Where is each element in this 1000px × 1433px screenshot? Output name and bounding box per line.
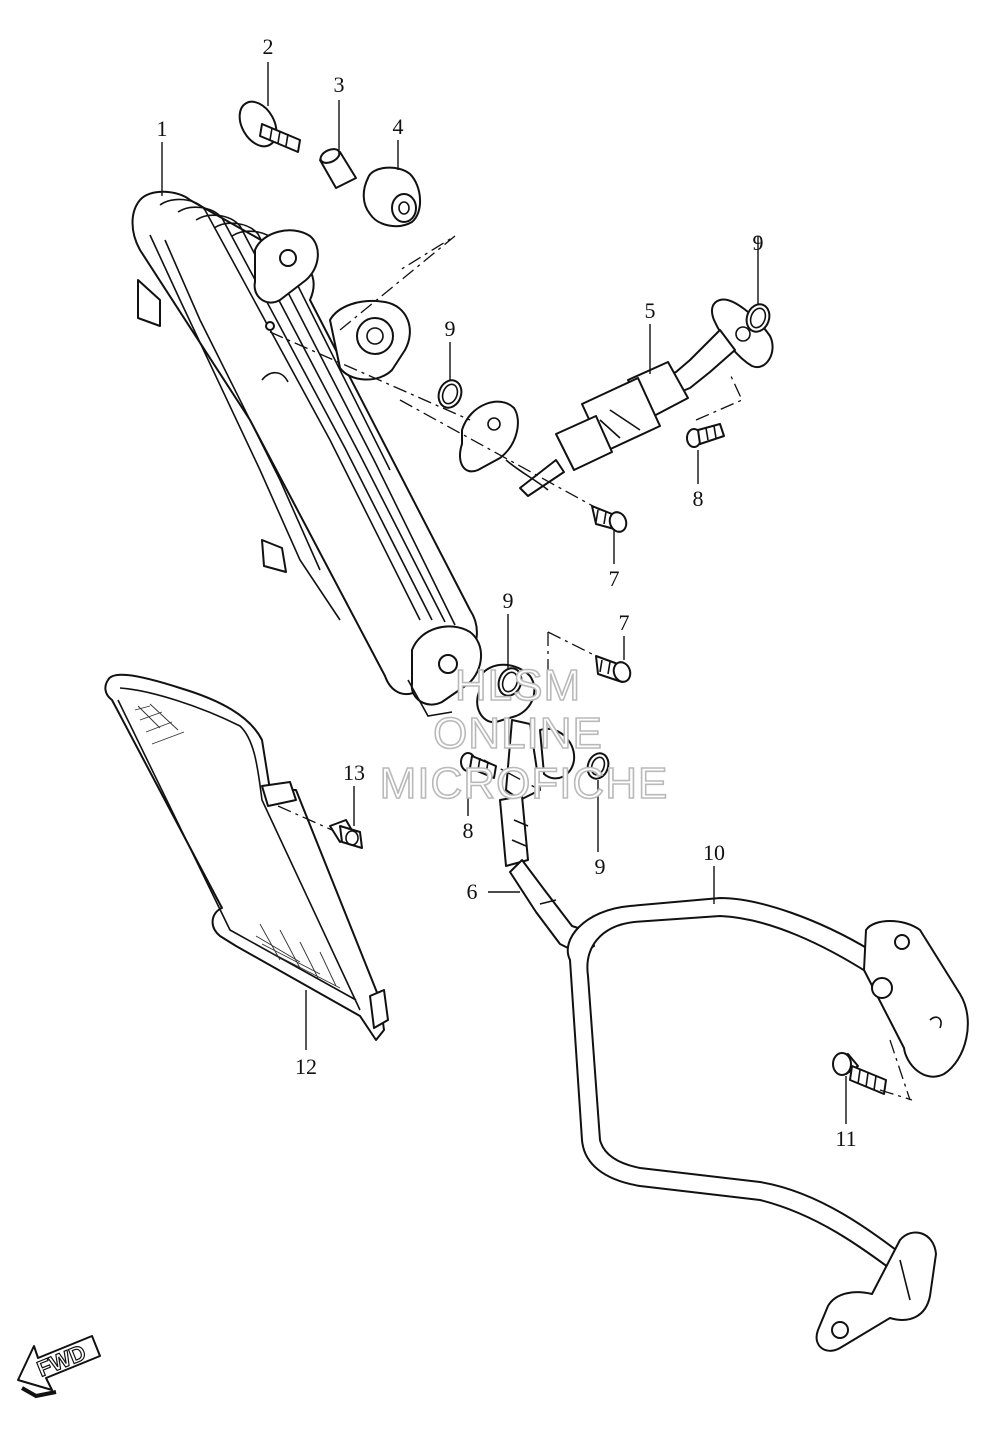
bolt-7-lower (595, 655, 632, 683)
o-ring-2 (745, 303, 771, 333)
callout-5: 5 (645, 298, 656, 323)
bolt-13 (329, 819, 363, 849)
bolt-11 (832, 1052, 887, 1095)
guard-frame (566, 897, 969, 1352)
callout-2: 2 (263, 34, 274, 59)
callout-1: 1 (157, 116, 168, 141)
leader-lines (161, 62, 847, 1124)
callout-6: 6 (467, 879, 478, 904)
assembly-lines (269, 235, 913, 1101)
mounting-bolt-washer (238, 100, 301, 153)
callout-9a: 9 (445, 316, 456, 341)
callout-labels: 1 2 3 4 5 6 7 7 8 8 9 9 9 9 10 11 12 13 (157, 34, 857, 1151)
fwd-label: FWD (34, 1340, 90, 1382)
o-ring-3 (497, 667, 523, 697)
bolt-8-upper (686, 423, 725, 448)
callout-7b: 7 (619, 610, 630, 635)
watermark-line-2: ONLINE (433, 709, 603, 758)
o-ring-1 (437, 379, 463, 409)
watermark-line-1: HLSM (455, 661, 581, 710)
callout-9b: 9 (753, 230, 764, 255)
callout-4: 4 (393, 114, 404, 139)
cooler-mesh-guard (104, 673, 389, 1041)
oil-cooler (131, 190, 483, 717)
fwd-direction-arrow: FWD (17, 1335, 101, 1399)
callout-13: 13 (343, 760, 365, 785)
rubber-cushion (362, 166, 421, 228)
lower-oil-hose (476, 663, 595, 955)
bolt-8-lower (460, 752, 497, 779)
upper-oil-hose (459, 298, 774, 497)
spacer-collar (319, 148, 357, 189)
callout-3: 3 (334, 72, 345, 97)
callout-9d: 9 (595, 854, 606, 879)
callout-9c: 9 (503, 588, 514, 613)
callout-10: 10 (703, 840, 725, 865)
callout-8a: 8 (693, 486, 704, 511)
callout-12: 12 (295, 1054, 317, 1079)
callout-8b: 8 (463, 818, 474, 843)
watermark-line-3: MICROFICHE (380, 759, 669, 808)
callout-11: 11 (835, 1126, 856, 1151)
watermark: HLSM ONLINE MICROFICHE (379, 660, 669, 809)
bolt-7-upper (591, 505, 628, 533)
callout-7a: 7 (609, 566, 620, 591)
o-ring-4 (586, 752, 610, 780)
